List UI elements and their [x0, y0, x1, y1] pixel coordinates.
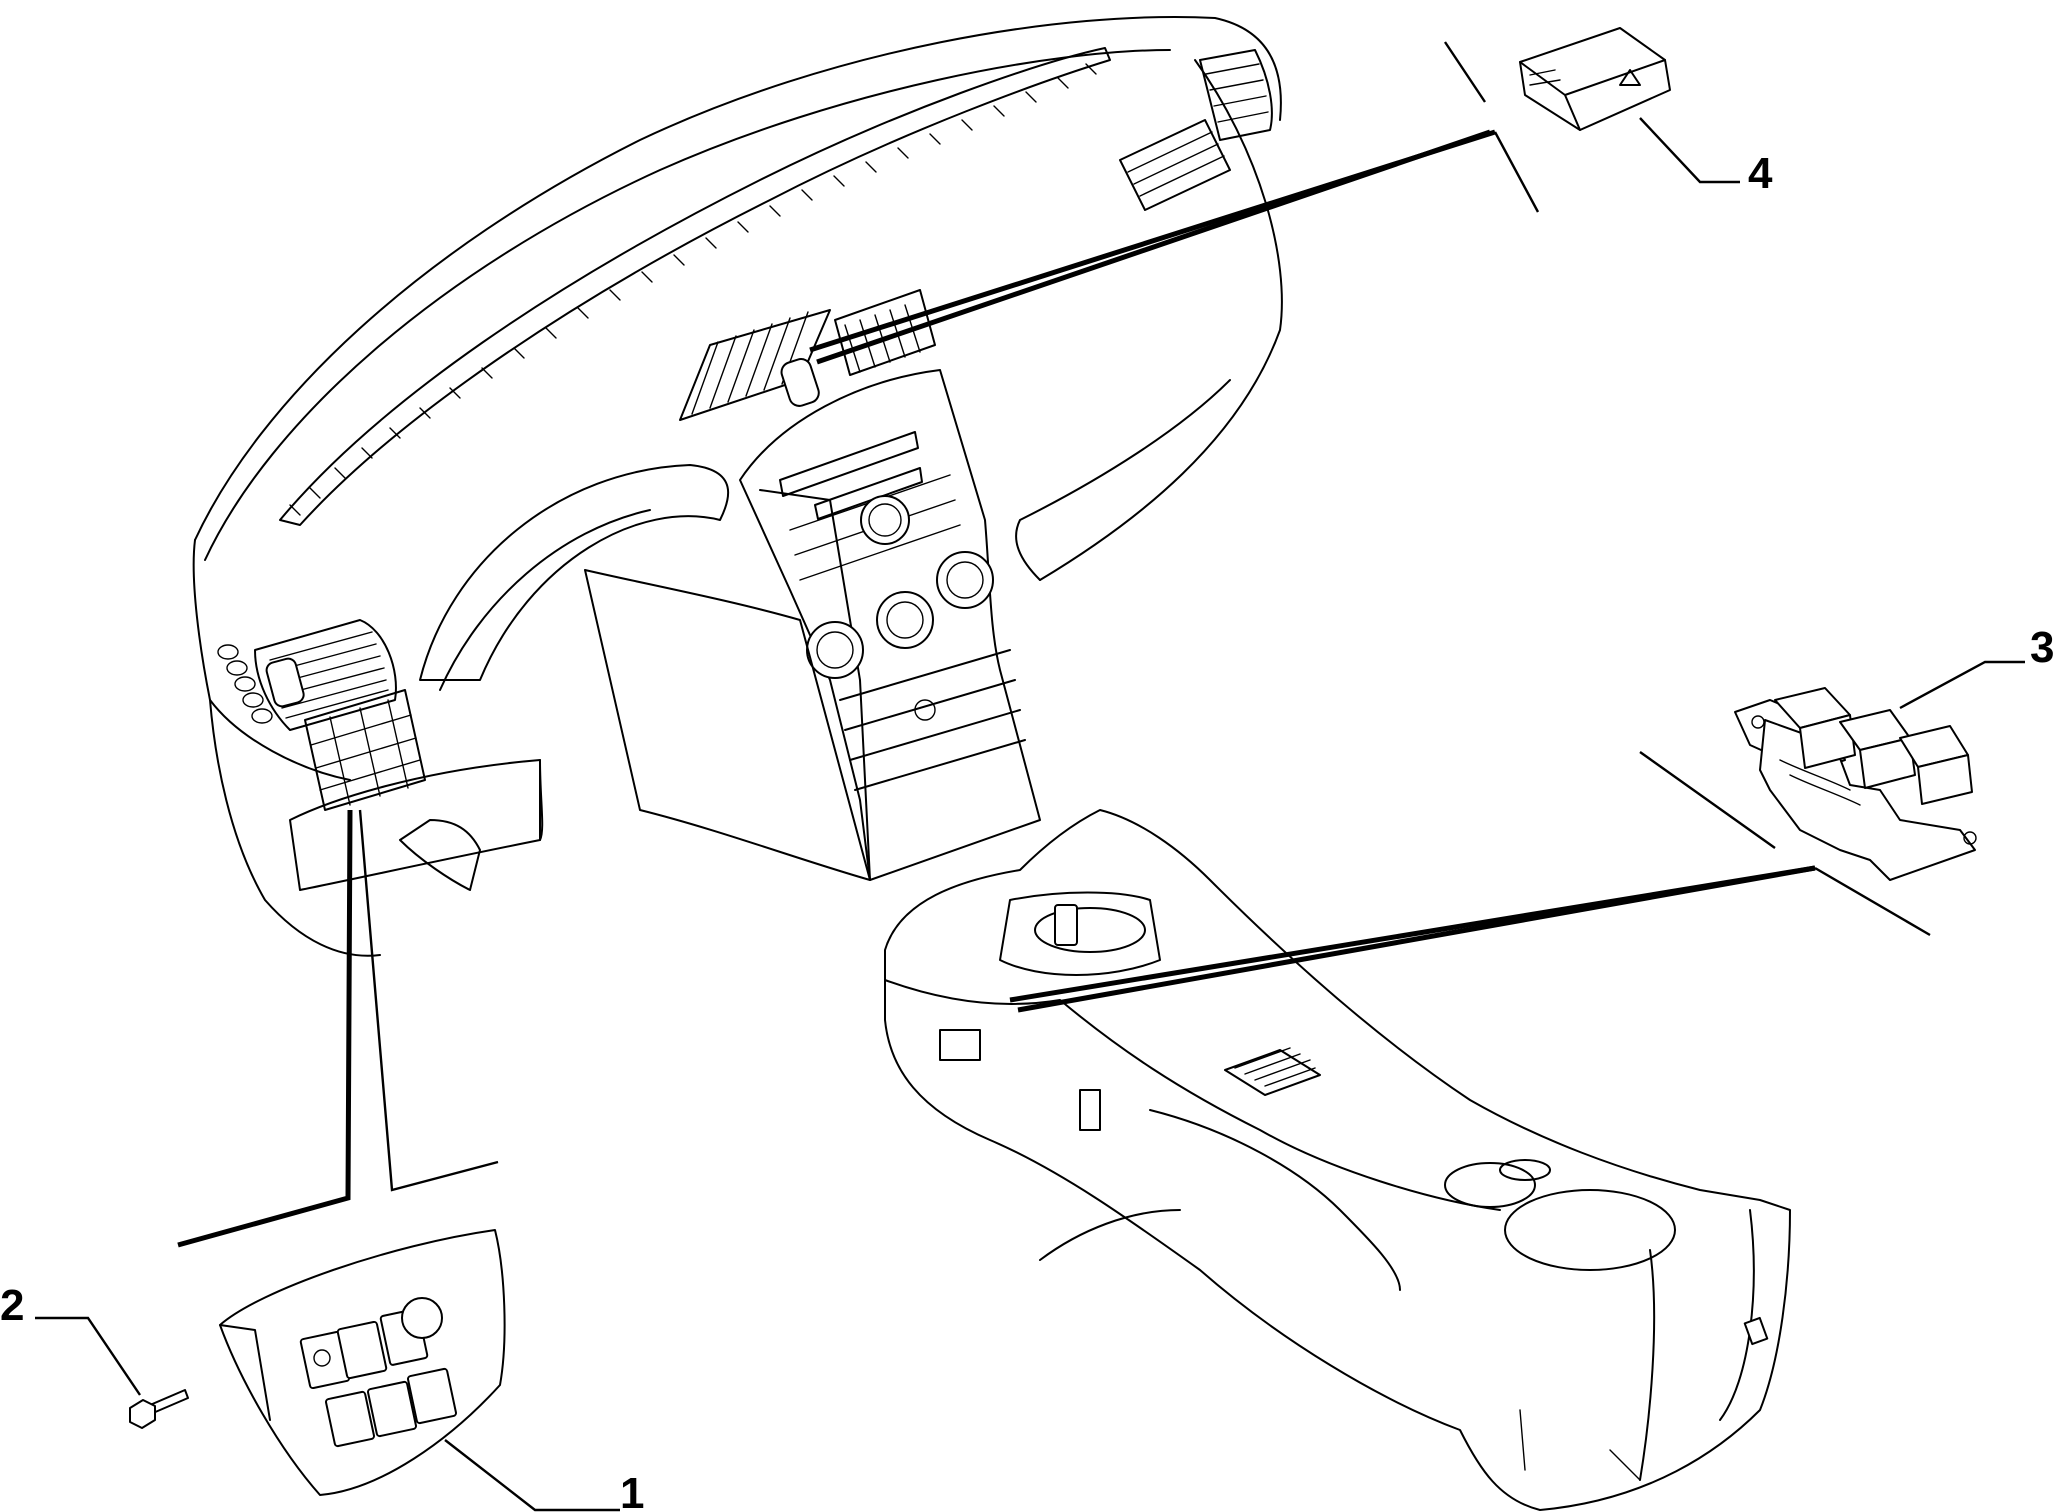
center-console: [884, 809, 1791, 1511]
center-air-vent: [679, 289, 936, 421]
rear-cupholders: [1444, 1159, 1676, 1271]
switch-block: [1734, 687, 1977, 881]
cupholder: [999, 891, 1161, 976]
callout-4: 4: [1748, 149, 1773, 198]
hazard-switch: [1519, 27, 1671, 131]
radio-slot: [779, 431, 961, 581]
panel-buttons: [299, 1297, 457, 1448]
switch-keys: [1774, 687, 1973, 805]
callout-3: 3: [2030, 623, 2054, 672]
dashboard-assembly: [192, 16, 1283, 957]
right-air-vent: [1119, 49, 1273, 211]
left-buttons: [217, 644, 273, 724]
callout-2: 2: [0, 1281, 24, 1330]
defroster-grille-lines: [289, 63, 1097, 516]
switch-panel: [219, 1229, 506, 1496]
shifter-grille: [1224, 1047, 1321, 1096]
left-air-vent: [269, 631, 389, 719]
callout-1: 1: [620, 1469, 644, 1512]
screw: [129, 1389, 189, 1429]
callout-labels: 1 2 3 4: [0, 149, 2054, 1512]
hvac-knobs: [806, 495, 994, 721]
left-switch-pad: [304, 689, 426, 811]
leader-lines: [35, 41, 2025, 1512]
